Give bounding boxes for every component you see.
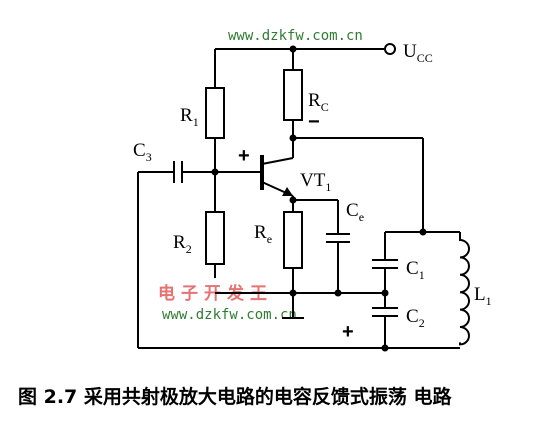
svg-text:R2: R2 [173, 232, 192, 256]
ground-bus [215, 289, 389, 297]
svg-text:Re: Re [254, 222, 272, 246]
transistor-vt1: VT1 [260, 155, 331, 197]
capacitor-ce: Ce [326, 200, 364, 293]
svg-text:C3: C3 [133, 140, 152, 164]
svg-text:Ce: Ce [346, 200, 364, 224]
supply-rail: UCC [215, 41, 433, 65]
minus-collector: − [308, 111, 320, 133]
plus-c2: + [342, 321, 354, 343]
label-l1: L1 [474, 284, 492, 308]
resistor-r2: R2 [173, 211, 225, 278]
svg-text:VT1: VT1 [300, 170, 331, 194]
supply-terminal [384, 43, 396, 55]
label-c2: C2 [406, 306, 425, 330]
watermark-top: www.dzkfw.com.cn [228, 28, 363, 44]
watermark-mid: www.dzkfw.com.cn [162, 307, 297, 323]
supply-label: UCC [403, 41, 433, 65]
resistor-re: Re [254, 211, 304, 319]
capacitor-c3: C3 + [133, 140, 389, 352]
svg-text:R1: R1 [180, 105, 199, 129]
resistor-rc: RC − [283, 49, 329, 158]
plus-base: + [238, 145, 250, 167]
svg-text:RC: RC [308, 90, 329, 114]
tank-circuit: C1 C2 L1 + [342, 228, 492, 349]
watermark-logo: 电子开发王 [158, 283, 273, 304]
resistor-r1: R1 [180, 49, 225, 212]
figure-caption: 图 2.7 采用共射极放大电路的电容反馈式振荡 电路 [18, 385, 453, 408]
label-c1: C1 [406, 258, 425, 282]
